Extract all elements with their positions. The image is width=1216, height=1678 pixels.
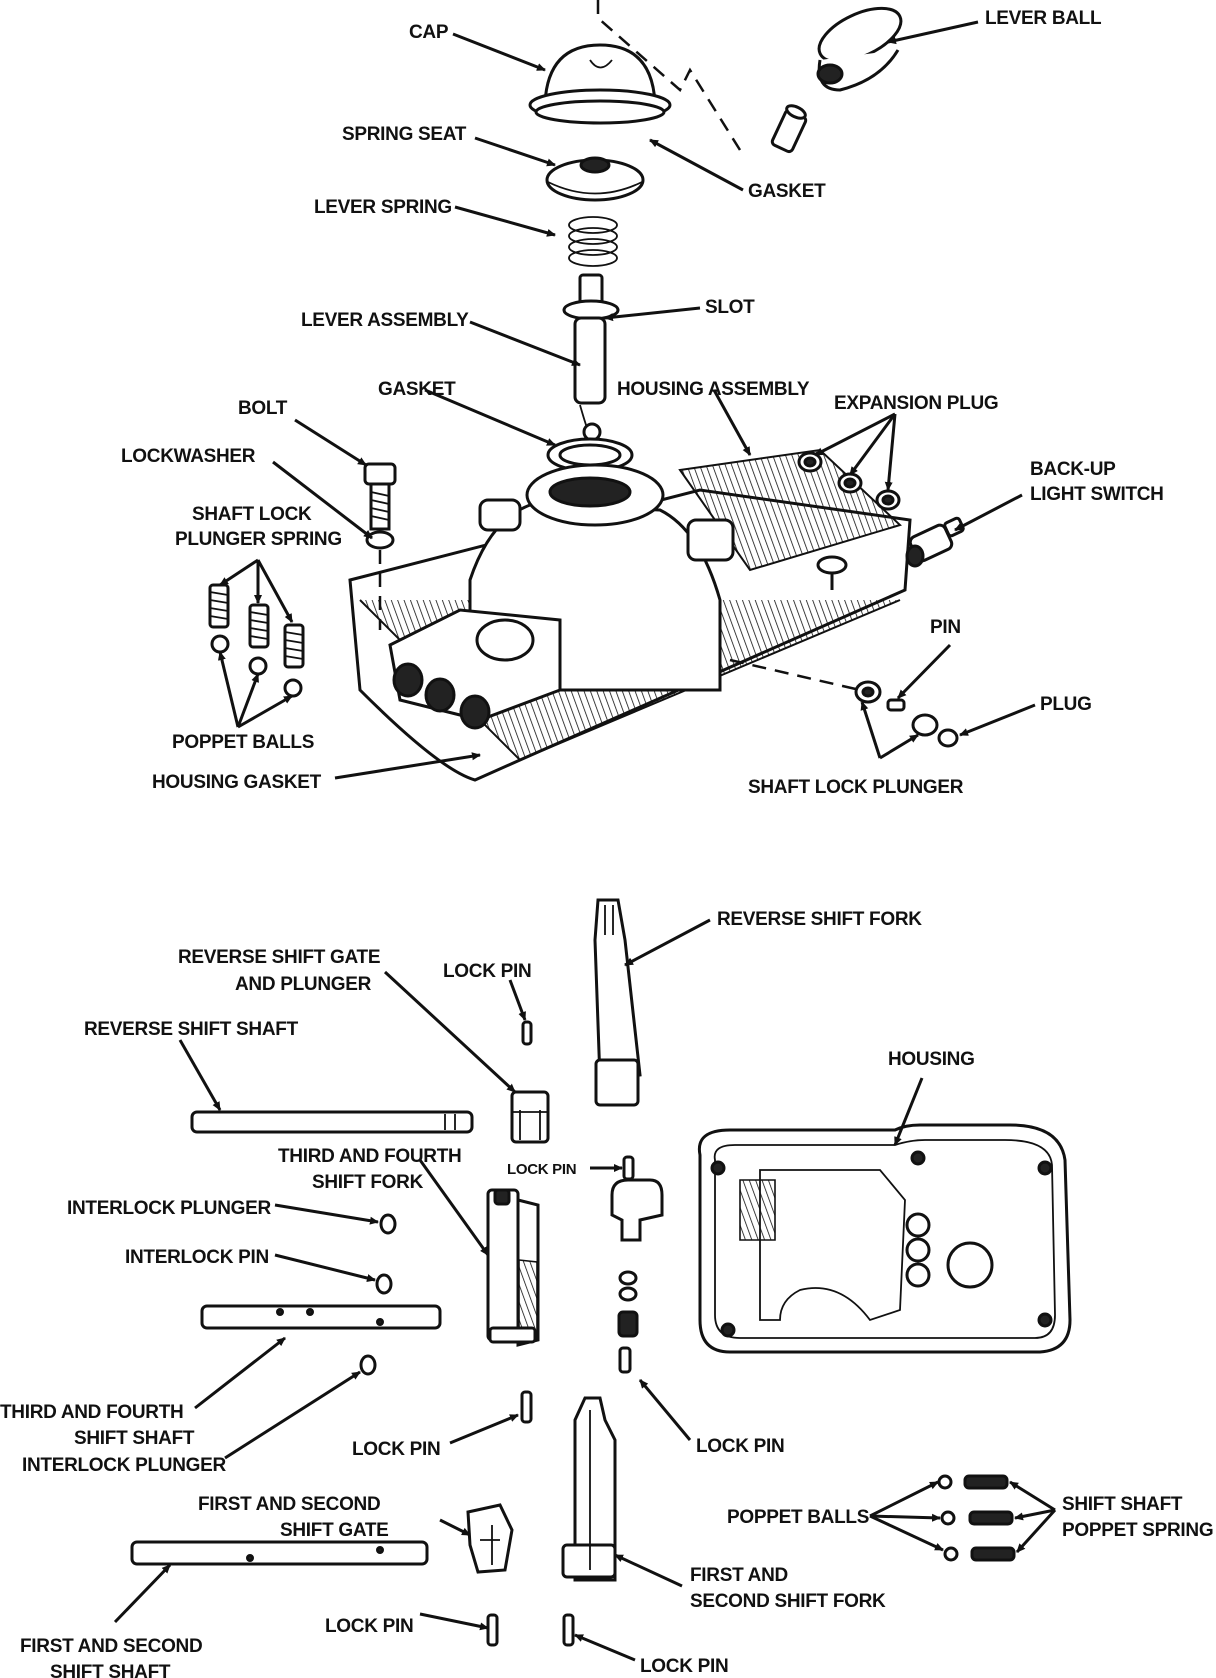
lever-ball-label: LEVER BALL — [985, 8, 1102, 29]
lock-pin-top-part — [521, 1020, 533, 1046]
lock-pin-bottom-right-label: LOCK PIN — [640, 1656, 728, 1677]
housing-part — [697, 1123, 1072, 1354]
spring-seat-label: SPRING SEAT — [342, 124, 467, 145]
cap-part — [528, 43, 672, 125]
interlock-plunger-part — [379, 1213, 397, 1235]
interlock-plunger-label: INTERLOCK PLUNGER — [67, 1198, 271, 1219]
lock-pin-small-label: LOCK PIN — [507, 1161, 576, 1178]
first-second-gate-label-2: SHIFT GATE — [280, 1520, 389, 1541]
shaft-lock-plunger-springs-part — [208, 583, 305, 669]
first-second-gate-label-1: FIRST AND SECOND — [198, 1494, 380, 1515]
backup-switch-label-1: BACK-UP — [1030, 459, 1116, 480]
reverse-gate-label-1: REVERSE SHIFT GATE — [178, 947, 380, 968]
plug-label: PLUG — [1040, 694, 1092, 715]
third-fourth-shift-fork-part — [486, 1188, 540, 1347]
interlock-plunger-2-label: INTERLOCK PLUNGER — [22, 1455, 226, 1476]
lever-spring-label: LEVER SPRING — [314, 197, 452, 218]
reverse-shift-shaft-part — [190, 1110, 474, 1134]
bolt-part — [363, 462, 397, 531]
third-fourth-shaft-label-2: SHIFT SHAFT — [74, 1428, 195, 1449]
lock-pin-bottom-right-part — [562, 1613, 575, 1647]
lever-assembly-label: LEVER ASSEMBLY — [301, 310, 469, 331]
center-plunger-stack-part — [610, 1178, 664, 1374]
lower-poppet-balls-label: POPPET BALLS — [727, 1507, 869, 1528]
upper-assembly-parts — [208, 0, 965, 782]
third-fourth-shift-shaft-part — [200, 1304, 442, 1330]
housing-assembly-label: HOUSING ASSEMBLY — [617, 379, 810, 400]
lower-leader-lines — [113, 918, 1057, 1662]
lockwasher-label: LOCKWASHER — [121, 446, 256, 467]
shaft-lock-spring-label-2: PLUNGER SPRING — [175, 529, 342, 550]
shaft-lock-plunger-label: SHAFT LOCK PLUNGER — [748, 777, 964, 798]
shift-shaft-poppet-springs-part — [963, 1474, 1016, 1562]
third-fourth-shaft-label-1: THIRD AND FOURTH — [0, 1402, 183, 1423]
first-second-shift-shaft-part — [130, 1540, 429, 1566]
shaft-lock-plunger-part — [854, 680, 959, 748]
first-second-shift-gate-part — [466, 1503, 514, 1574]
gasket-mid-label: GASKET — [378, 379, 456, 400]
lower-assembly-parts — [130, 898, 1072, 1647]
lock-pin-small-part — [622, 1155, 635, 1181]
first-second-fork-label-1: FIRST AND — [690, 1565, 788, 1586]
third-fourth-fork-label-1: THIRD AND FOURTH — [278, 1146, 461, 1167]
plunger-dashed-line — [729, 658, 861, 692]
first-second-shift-fork-part — [561, 1396, 617, 1582]
reverse-gate-label-2: AND PLUNGER — [235, 974, 372, 995]
poppet-balls-label: POPPET BALLS — [172, 732, 314, 753]
first-second-shaft-label-2: SHIFT SHAFT — [50, 1662, 171, 1678]
cap-label: CAP — [409, 22, 449, 43]
reverse-shift-gate-part — [510, 1090, 550, 1144]
upper-labels: CAP LEVER BALL SPRING SEAT GASKET LEVER … — [121, 8, 1164, 798]
poppet-spring-label-2: POPPET SPRING — [1062, 1520, 1213, 1541]
upper-leader-lines — [217, 20, 1036, 780]
poppet-balls-part — [210, 634, 303, 698]
interlock-pin-part — [375, 1273, 393, 1295]
lower-poppet-balls-part — [937, 1474, 959, 1562]
first-second-fork-label-2: SECOND SHIFT FORK — [690, 1591, 886, 1612]
reverse-shift-fork-label: REVERSE SHIFT FORK — [717, 909, 922, 930]
housing-assembly-part — [348, 448, 912, 782]
lower-labels: REVERSE SHIFT FORK REVERSE SHIFT GATE AN… — [0, 909, 1214, 1678]
lever-spring-part — [568, 216, 618, 267]
third-fourth-fork-label-2: SHIFT FORK — [312, 1172, 424, 1193]
housing-gasket-label: HOUSING GASKET — [152, 772, 322, 793]
lock-pin-bottom-left-label: LOCK PIN — [325, 1616, 413, 1637]
interlock-pin-label: INTERLOCK PIN — [125, 1247, 269, 1268]
slot-label: SLOT — [705, 297, 755, 318]
first-second-shaft-label-1: FIRST AND SECOND — [20, 1636, 202, 1657]
housing-label: HOUSING — [888, 1049, 975, 1070]
lever-assembly-part — [562, 273, 620, 442]
lockwasher-part — [365, 530, 395, 550]
pin-label: PIN — [930, 617, 961, 638]
reverse-shift-fork-part — [593, 898, 642, 1107]
lock-pin-mid-left-label: LOCK PIN — [352, 1439, 440, 1460]
expansion-plug-label: EXPANSION PLUG — [834, 393, 998, 414]
bolt-label: BOLT — [238, 398, 288, 419]
reverse-shift-shaft-label: REVERSE SHIFT SHAFT — [84, 1019, 299, 1040]
spring-seat-part — [545, 156, 645, 202]
poppet-spring-label-1: SHIFT SHAFT — [1062, 1494, 1183, 1515]
lock-pin-bottom-left-part — [486, 1613, 499, 1647]
lock-pin-mid-left-part — [520, 1390, 533, 1424]
lock-pin-mid-right-label: LOCK PIN — [696, 1436, 784, 1457]
knob-pin-part — [770, 104, 808, 154]
shaft-lock-spring-label-1: SHAFT LOCK — [192, 504, 312, 525]
backup-light-switch-part — [905, 516, 965, 568]
interlock-plunger-2-part — [359, 1354, 377, 1376]
lever-ball-part — [816, 6, 903, 92]
gasket-top-label: GASKET — [748, 181, 826, 202]
lock-pin-top-label: LOCK PIN — [443, 961, 531, 982]
backup-switch-label-2: LIGHT SWITCH — [1030, 484, 1164, 505]
assembly-path-dashed — [596, 0, 742, 151]
